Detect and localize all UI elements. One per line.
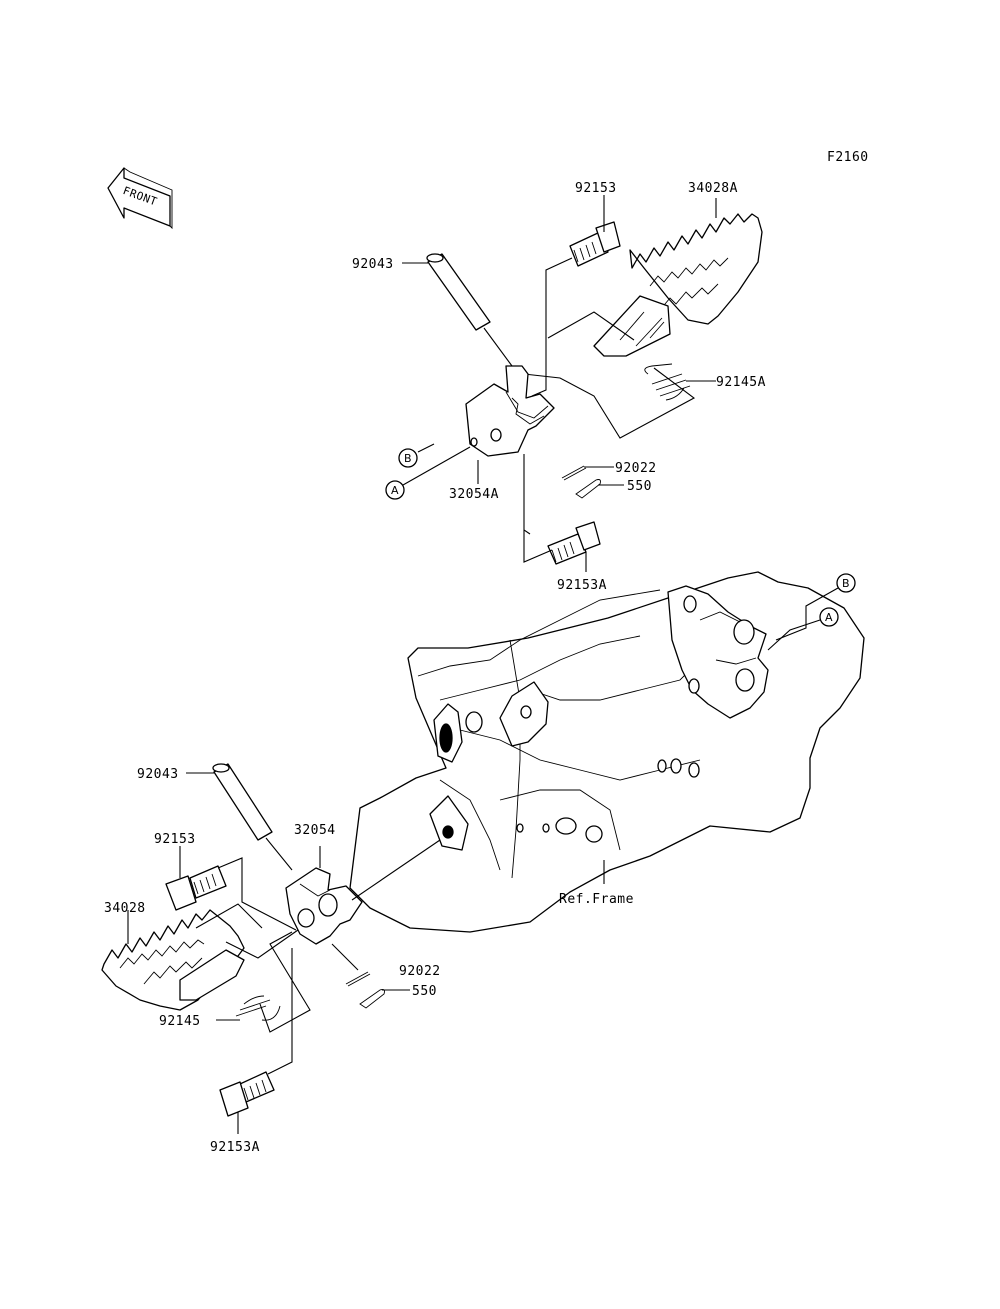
lower-spring [235,995,281,1021]
lower-bracket-label: 32054 [294,823,336,838]
lower-footpeg-label: 34028 [104,901,146,916]
lower-cotter-pin [345,971,385,1009]
upper-bolt-top-label: 92153 [575,181,617,196]
svg-text:A: A [391,484,399,497]
upper-cotter-pin [561,465,601,499]
figure-code: F2160 [827,150,869,165]
upper-bolt-bottom [547,521,601,565]
upper-bracket-label: 32054A [449,487,499,502]
upper-pin-label: 92043 [352,257,394,272]
upper-assembly: 92043 92153 34028A 92145A [352,181,766,593]
upper-cotter-label: 92022 [615,461,657,476]
lower-footpeg [101,909,245,1011]
marker-a-frame [819,607,839,627]
lower-assembly: 92043 92153 32054 34028 [101,763,441,1155]
upper-spring-label: 92145A [716,375,766,390]
upper-footpeg-label: 34028A [688,181,738,196]
marker-b-frame [836,573,856,593]
lower-bolt-bottom-label: 92153A [210,1140,260,1155]
upper-bracket [465,365,555,457]
upper-pin [426,253,513,367]
lower-bracket [285,867,363,945]
upper-bolt-top [569,221,621,267]
lower-cotter-label: 92022 [399,964,441,979]
lower-bolt-top-label: 92153 [154,832,196,847]
lower-pin [212,763,293,871]
upper-footpeg [593,213,763,357]
svg-text:B: B [842,577,850,590]
svg-text:B: B [404,452,412,465]
lower-qty-label: 550 [412,984,437,999]
ref-frame-label: Ref.Frame [559,892,634,907]
upper-bolt-bottom-label: 92153A [557,578,607,593]
lower-bolt-top [165,865,227,911]
lower-pin-label: 92043 [137,767,179,782]
upper-spring [644,363,691,401]
front-arrow-icon: FRONT [107,167,173,230]
lower-bolt-bottom [219,1071,275,1117]
marker-a-upper [385,480,405,500]
marker-b-upper [398,448,418,468]
lower-spring-label: 92145 [159,1014,201,1029]
svg-text:A: A [825,611,833,624]
frame: Ref.Frame B A [349,571,865,933]
upper-qty-label: 550 [627,479,652,494]
